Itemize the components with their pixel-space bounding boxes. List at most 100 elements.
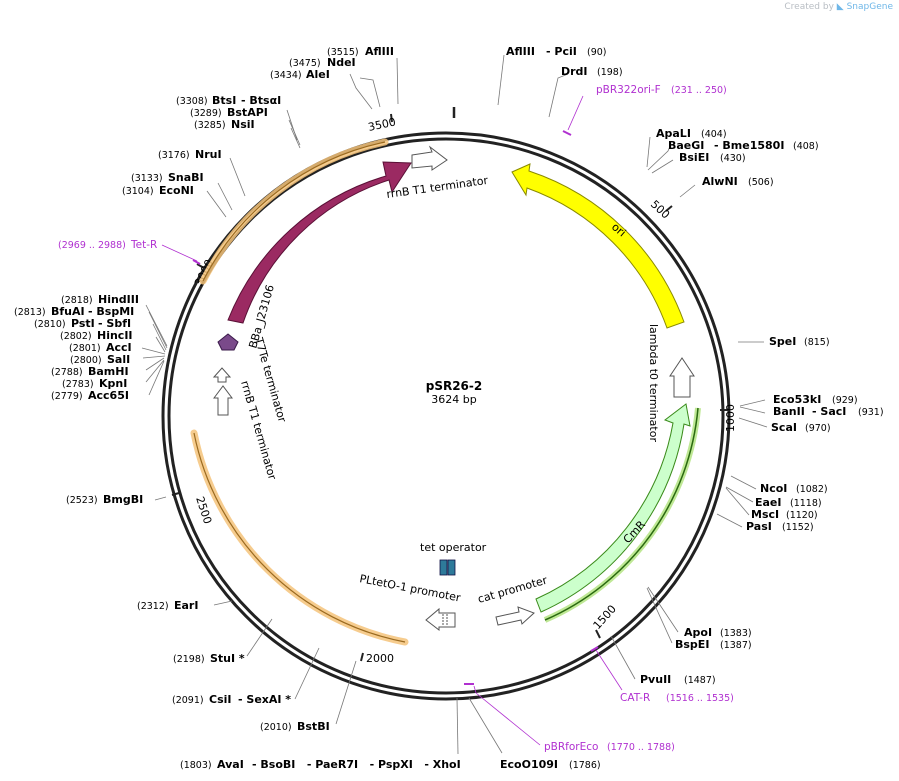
primer-tet-r[interactable]: (2969 .. 2988) Tet-R	[58, 239, 157, 251]
site-bamHI[interactable]: (2788) BamHI	[51, 365, 129, 378]
site-acc65I[interactable]: (2779) Acc65I	[51, 389, 129, 402]
site-apaLI[interactable]: ApaLI (404)	[656, 127, 727, 140]
snapgene-watermark: Created by ◣ SnapGene	[784, 2, 893, 12]
svg-text:(2801): (2801)	[69, 343, 101, 354]
svg-text:BspEI: BspEI	[675, 638, 709, 651]
site-salI[interactable]: (2800) SalI	[70, 353, 130, 366]
scale-ticks	[171, 113, 728, 662]
site-btsI[interactable]: (3308) BtsI - BtsαI	[176, 94, 281, 107]
site-ndeI[interactable]: (3475) NdeI	[289, 56, 356, 69]
svg-text:BanII: BanII	[773, 405, 805, 418]
svg-text:(2779): (2779)	[51, 391, 83, 402]
svg-text:PvuII: PvuII	[640, 673, 671, 686]
site-pvuII[interactable]: PvuII (1487)	[640, 673, 716, 686]
site-snaBI[interactable]: (3133) SnaBI	[131, 171, 204, 184]
svg-text:(2312): (2312)	[137, 601, 169, 612]
svg-text:SalI: SalI	[107, 353, 130, 366]
svg-text:(408): (408)	[793, 141, 819, 152]
site-bsiEI[interactable]: BsiEI (430)	[679, 151, 746, 164]
site-aflIII-3515[interactable]: (3515) AflIII	[327, 45, 394, 58]
svg-text:(2010): (2010)	[260, 722, 292, 733]
svg-text:NsiI: NsiI	[231, 118, 255, 131]
site-pstI[interactable]: (2810) PstI - SbfI	[34, 317, 131, 330]
site-eaeI[interactable]: EaeI (1118)	[755, 496, 822, 509]
site-bstAPI[interactable]: (3289) BstAPI	[190, 106, 268, 119]
site-speI[interactable]: SpeI (815)	[769, 335, 830, 348]
site-pasI[interactable]: PasI (1152)	[746, 520, 814, 533]
site-nruI[interactable]: (3176) NruI	[158, 148, 222, 161]
site-hindIII[interactable]: (2818) HindIII	[61, 293, 139, 306]
site-aleI[interactable]: (3434) AleI	[270, 68, 330, 81]
site-bspEI[interactable]: BspEI (1387)	[675, 638, 752, 651]
svg-text:ApoI: ApoI	[684, 626, 712, 639]
site-ecoO109I[interactable]: EcoO109I (1786)	[500, 758, 601, 771]
svg-text:BaeGI: BaeGI	[668, 139, 704, 152]
svg-text:ScaI: ScaI	[771, 421, 797, 434]
svg-text:- PciI: - PciI	[546, 45, 577, 58]
svg-text:AleI: AleI	[306, 68, 330, 81]
feature-label-lambda-t0: lambda t0 terminator	[647, 324, 660, 442]
svg-text:(404): (404)	[701, 129, 727, 140]
feature-terminators-left[interactable]: T7Te terminator rrnB T1 terminator	[212, 335, 289, 482]
primer-cat-r[interactable]: CAT-R (1516 .. 1535)	[620, 692, 734, 704]
svg-text:BfuAI: BfuAI	[51, 305, 85, 318]
feature-tetr[interactable]: TetR	[227, 161, 412, 324]
svg-text:(1770 .. 1788): (1770 .. 1788)	[607, 742, 675, 753]
site-bfuAI[interactable]: (2813) BfuAI - BspMI	[14, 305, 134, 318]
tick-label-1500: 1500	[591, 603, 619, 633]
site-earI[interactable]: (2312) EarI	[137, 599, 198, 612]
site-avaI-group[interactable]: (1803) AvaI - BsoBI - PaeR7I - PspXI - X…	[180, 758, 461, 771]
site-nsiI[interactable]: (3285) NsiI	[194, 118, 255, 131]
svg-text:(3515): (3515)	[327, 47, 359, 58]
svg-text:KpnI: KpnI	[99, 377, 127, 390]
svg-text:(3308): (3308)	[176, 96, 208, 107]
site-hincII[interactable]: (2802) HincII	[60, 329, 133, 342]
site-drdI[interactable]: DrdI (198)	[561, 65, 623, 78]
svg-text:(1516 .. 1535): (1516 .. 1535)	[666, 693, 734, 704]
site-kpnI[interactable]: (2783) KpnI	[62, 377, 127, 390]
svg-text:- Bme1580I: - Bme1580I	[714, 139, 784, 152]
feature-lambda-t0-terminator[interactable]: lambda t0 terminator	[647, 324, 695, 442]
svg-text:(231 .. 250): (231 .. 250)	[671, 85, 727, 96]
site-mscI[interactable]: MscI (1120)	[751, 508, 818, 521]
svg-text:(1387): (1387)	[720, 640, 752, 651]
plasmid-name: pSR26-2	[426, 379, 483, 393]
svg-text:PstI: PstI	[71, 317, 95, 330]
site-bstBI[interactable]: (2010) BstBI	[260, 720, 330, 733]
highlight-arcs	[190, 138, 701, 646]
site-csiI[interactable]: (2091) CsiI - SexAI *	[172, 693, 291, 706]
svg-text:(2800): (2800)	[70, 355, 102, 366]
svg-text:SpeI: SpeI	[769, 335, 796, 348]
site-ecoNI[interactable]: (3104) EcoNI	[122, 184, 194, 197]
feature-label-tet-operator: tet operator	[420, 541, 487, 554]
site-eco53kI[interactable]: Eco53kI (929)	[773, 393, 858, 406]
svg-text:(2969 .. 2988): (2969 .. 2988)	[58, 240, 126, 251]
tick-label-2500: 2500	[193, 495, 214, 526]
site-apoI[interactable]: ApoI (1383)	[684, 626, 752, 639]
site-bmgBI[interactable]: (2523) BmgBI	[66, 493, 143, 506]
svg-text:(3176): (3176)	[158, 150, 190, 161]
site-aflIII-pciI[interactable]: AflIII - PciI (90)	[506, 45, 607, 58]
primer-pbrforeco[interactable]: pBRforEco (1770 .. 1788)	[544, 741, 675, 753]
feature-tet-operator[interactable]: tet operator	[420, 541, 487, 576]
site-baeGI[interactable]: BaeGI - Bme1580I (408)	[668, 139, 819, 152]
feature-ori[interactable]: ori	[511, 163, 685, 329]
svg-text:CAT-R: CAT-R	[620, 692, 650, 704]
site-stuI[interactable]: (2198) StuI *	[173, 652, 245, 665]
primer-pbr322ori-f[interactable]: pBR322ori-F (231 .. 250)	[596, 84, 727, 96]
svg-text:(2810): (2810)	[34, 319, 66, 330]
svg-text:EcoO109I: EcoO109I	[500, 758, 558, 771]
svg-text:(929): (929)	[832, 395, 858, 406]
feature-pltet-o1-promoter[interactable]: PLtetO-1 promoter	[358, 572, 462, 632]
svg-text:(1152): (1152)	[782, 522, 814, 533]
svg-text:AvaI: AvaI	[217, 758, 244, 771]
svg-text:(2091): (2091)	[172, 695, 204, 706]
site-accI[interactable]: (2801) AccI	[69, 341, 132, 354]
svg-text:Tet-R: Tet-R	[130, 239, 157, 251]
svg-text:Acc65I: Acc65I	[88, 389, 129, 402]
svg-text:(2802): (2802)	[60, 331, 92, 342]
site-banII-sacI[interactable]: BanII - SacI (931)	[773, 405, 884, 418]
site-scaI[interactable]: ScaI (970)	[771, 421, 831, 434]
site-alwNI[interactable]: AlwNI (506)	[702, 175, 774, 188]
site-ncoI[interactable]: NcoI (1082)	[760, 482, 828, 495]
